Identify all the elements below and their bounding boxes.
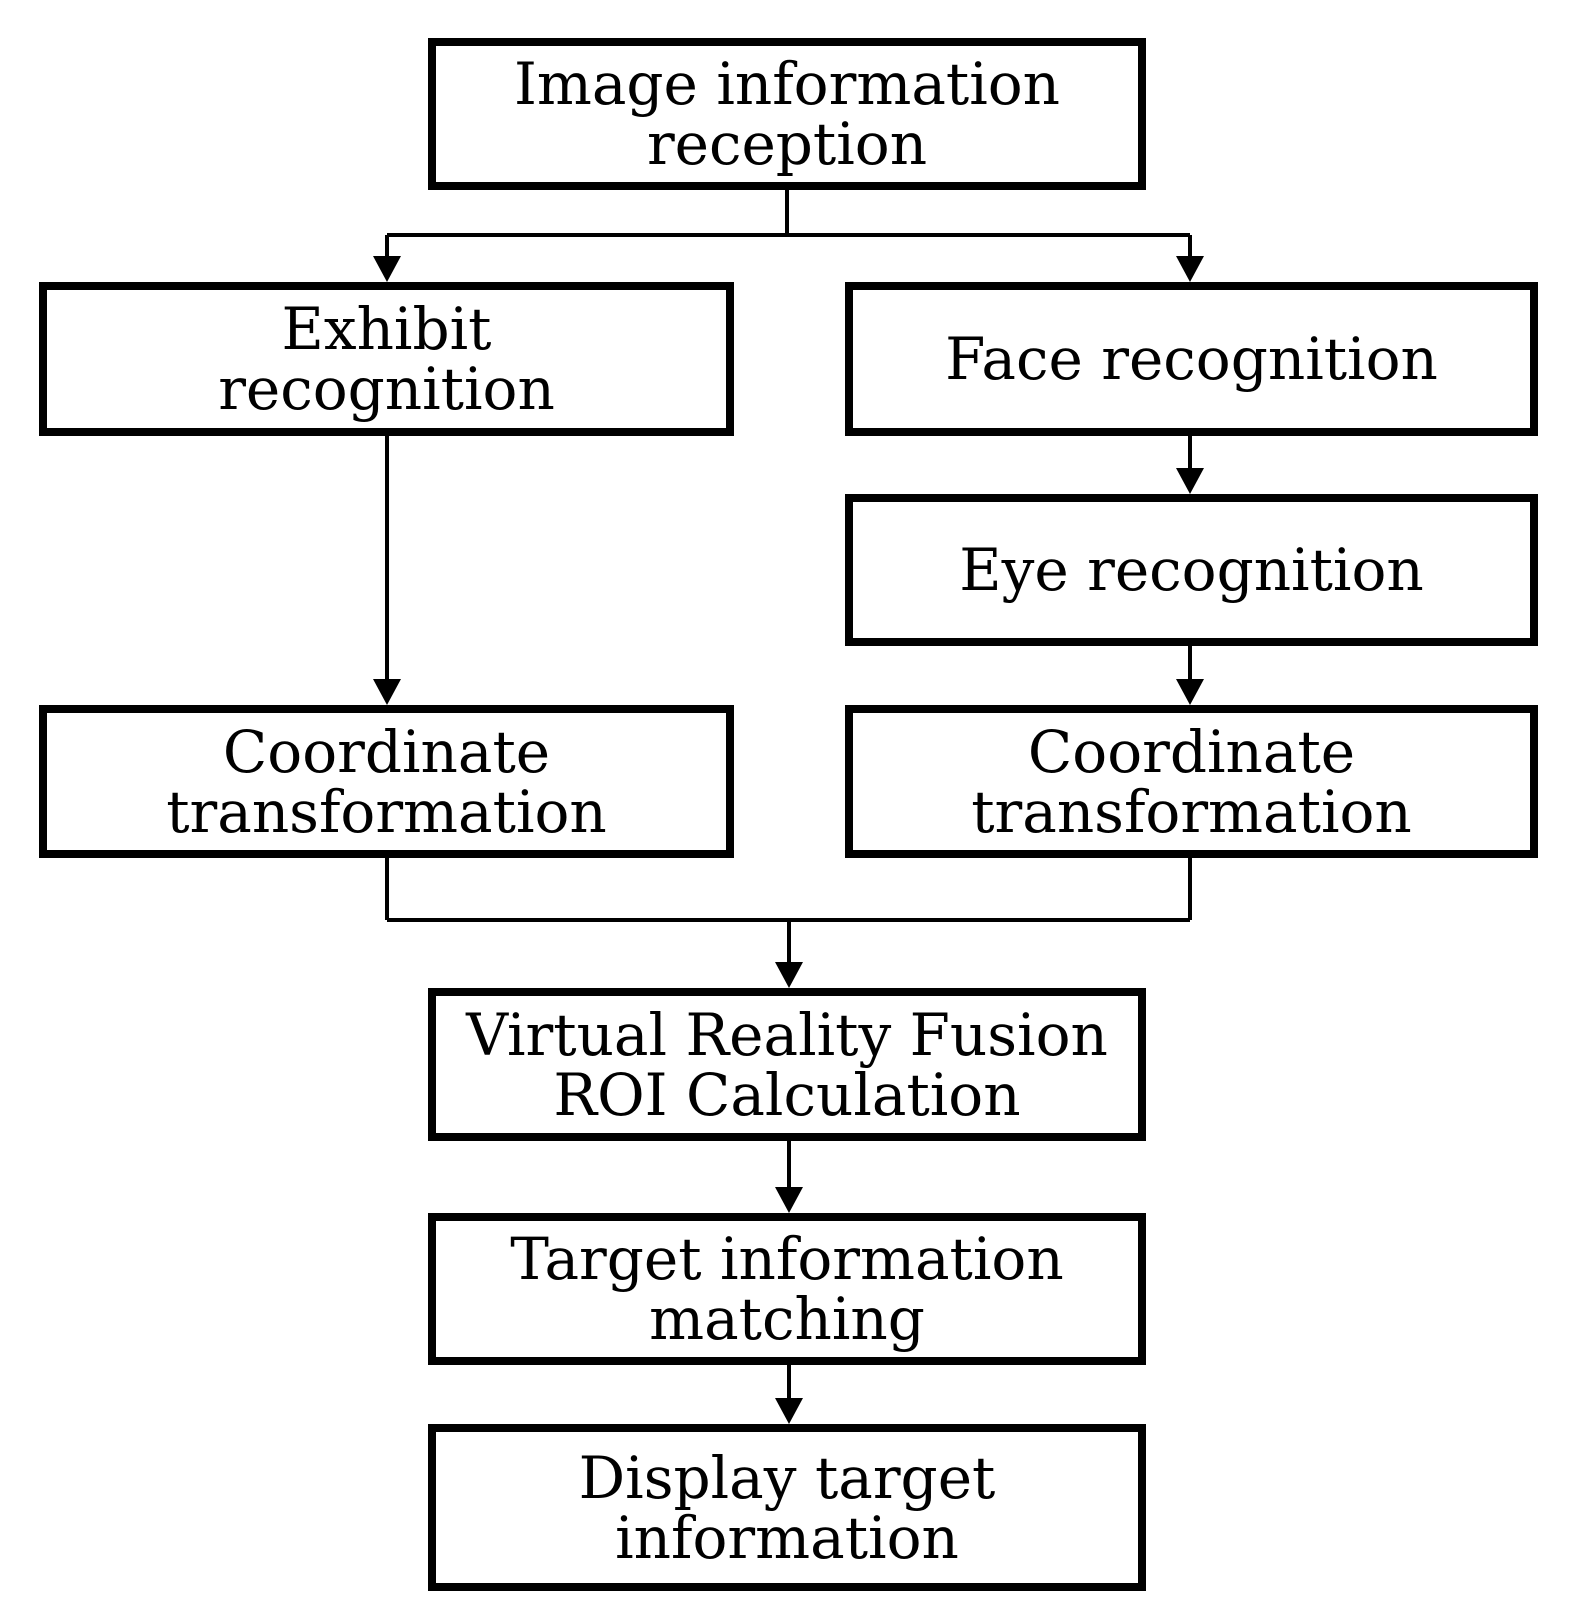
node-label-line2: reception bbox=[646, 110, 928, 178]
arrowhead-target bbox=[775, 1187, 803, 1213]
node-display-target-information: Display target information bbox=[428, 1424, 1146, 1591]
node-label-line1: Face recognition bbox=[945, 325, 1438, 393]
node-coordinate-transformation-left: Coordinate transformation bbox=[39, 705, 734, 858]
node-label-line1: Exhibit bbox=[281, 295, 492, 363]
arrowhead-display bbox=[775, 1398, 803, 1424]
arrowhead-coord-right bbox=[1176, 679, 1204, 705]
node-label-line1: Target information bbox=[510, 1225, 1064, 1293]
node-target-information-matching: Target information matching bbox=[428, 1213, 1146, 1365]
node-virtual-reality-fusion: Virtual Reality Fusion ROI Calculation bbox=[428, 988, 1146, 1141]
arrowhead-exhibit bbox=[373, 256, 401, 282]
node-label-line1: Coordinate bbox=[1027, 717, 1356, 786]
node-exhibit-recognition: Exhibit recognition bbox=[39, 282, 734, 436]
node-label-line1: Image information bbox=[513, 50, 1061, 118]
arrowhead-vr bbox=[775, 962, 803, 988]
arrowhead-eye bbox=[1176, 468, 1204, 494]
node-label-line2: matching bbox=[649, 1285, 925, 1353]
node-image-information-reception: Image information reception bbox=[428, 38, 1146, 190]
node-label-line1: Virtual Reality Fusion bbox=[466, 1000, 1108, 1069]
node-coordinate-transformation-right: Coordinate transformation bbox=[845, 705, 1538, 858]
node-label-line2: transformation bbox=[166, 777, 607, 846]
arrowhead-face bbox=[1176, 256, 1204, 282]
node-label-line2: recognition bbox=[218, 355, 555, 423]
node-label-line1: Display target bbox=[578, 1443, 996, 1512]
node-label-line2: information bbox=[615, 1503, 959, 1572]
node-label-line2: ROI Calculation bbox=[553, 1060, 1021, 1129]
node-label-line2: transformation bbox=[971, 777, 1412, 846]
node-label-line1: Coordinate bbox=[222, 717, 551, 786]
node-face-recognition: Face recognition bbox=[845, 282, 1538, 436]
arrowhead-coord-left bbox=[373, 679, 401, 705]
node-eye-recognition: Eye recognition bbox=[845, 494, 1538, 646]
node-label-line1: Eye recognition bbox=[959, 536, 1424, 604]
